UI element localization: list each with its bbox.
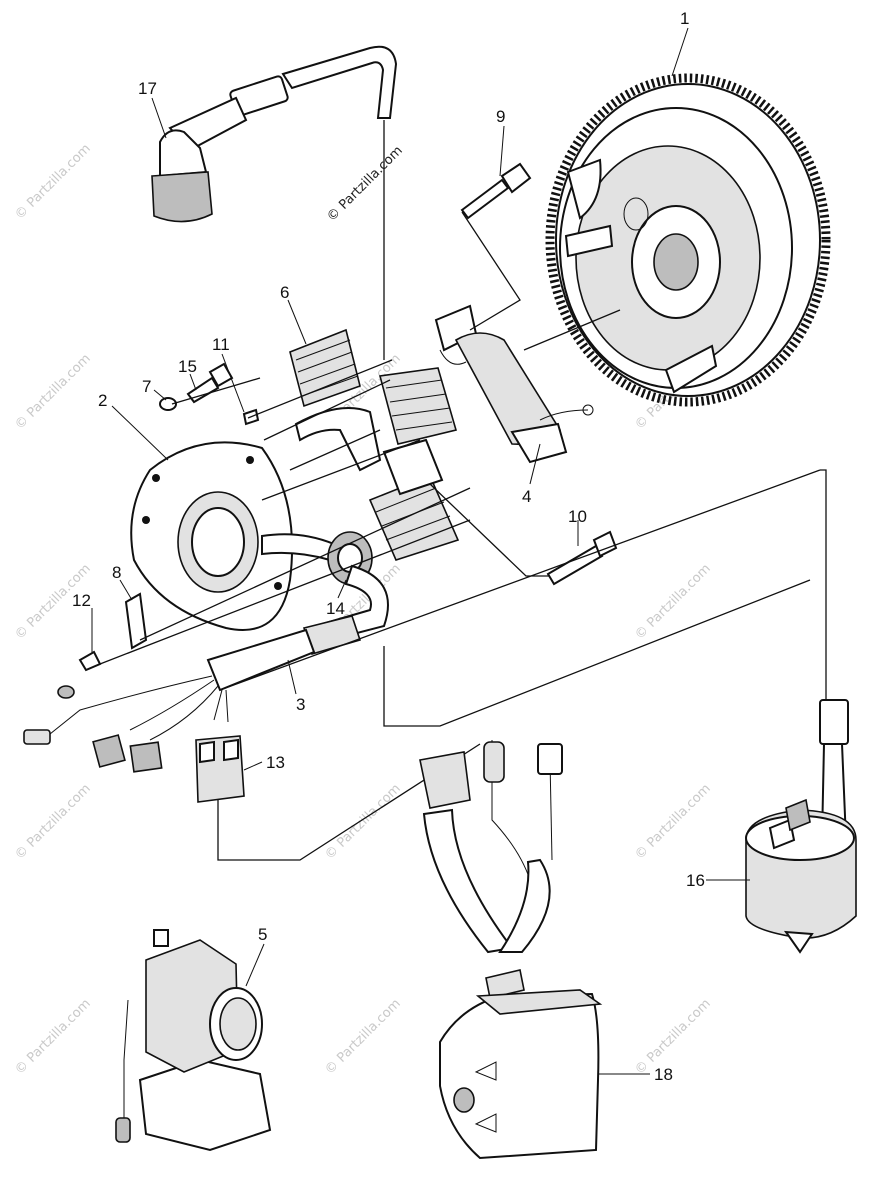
callout-leaders: [91, 27, 750, 1075]
watermark-tile: © Partzilla.com: [632, 561, 714, 643]
part-1-flywheel[interactable]: [545, 73, 831, 407]
callout-15: 15: [178, 357, 197, 376]
part-15-bolt[interactable]: [186, 362, 234, 404]
callout-4: 4: [522, 487, 531, 506]
callout-17: 17: [138, 79, 157, 98]
callout-1: 1: [680, 9, 689, 28]
watermark-tile: © Partzilla.com: [322, 781, 404, 863]
callout-10: 10: [568, 507, 587, 526]
callout-18: 18: [654, 1065, 673, 1084]
callout-13: 13: [266, 753, 285, 772]
part-10-bolt[interactable]: [546, 530, 618, 586]
part-9-bolt[interactable]: [460, 162, 532, 220]
assembly-leader-lines: [99, 120, 827, 861]
callout-3: 3: [296, 695, 305, 714]
watermark-tile: © Partzilla.com: [12, 351, 94, 433]
watermark-tile: © Partzilla.com: [12, 996, 94, 1078]
watermark-tile: © Partzilla.com: [632, 781, 714, 863]
part-17-spark-plug-cap[interactable]: [151, 45, 398, 223]
callout-labels: 1 2 3 4 5 6 7 8 9 10 11 12 13 14 15 16 1…: [72, 9, 705, 1084]
part-8-bracket[interactable]: [124, 592, 148, 650]
callout-16: 16: [686, 871, 705, 890]
part-13-connector[interactable]: [195, 735, 245, 803]
callout-6: 6: [280, 283, 289, 302]
callout-8: 8: [112, 563, 121, 582]
part-4-pulser-coil[interactable]: [434, 304, 594, 464]
part-12-screw[interactable]: [78, 650, 102, 672]
watermark-tile: © Partzilla.com: [12, 141, 94, 223]
part-3-wiring-harness[interactable]: [23, 564, 389, 773]
part-2-stator-plate[interactable]: [130, 441, 293, 631]
watermark-tile: © Partzilla.com: [632, 996, 714, 1078]
part-6-stator-coils[interactable]: [261, 328, 460, 562]
callout-2: 2: [98, 391, 107, 410]
callout-5: 5: [258, 925, 267, 944]
part-5-starter-solenoid[interactable]: [115, 929, 272, 1152]
watermark-tile: © Partzilla.com: [12, 781, 94, 863]
callout-9: 9: [496, 107, 505, 126]
part-18-cdi-box[interactable]: [419, 740, 603, 1160]
callout-11: 11: [212, 335, 230, 354]
watermark-tile: © Partzilla.com: [322, 996, 404, 1078]
part-7-washer[interactable]: [159, 397, 177, 411]
callout-12: 12: [72, 591, 91, 610]
callout-7: 7: [142, 377, 151, 396]
part-16-ignition-coil[interactable]: [745, 699, 857, 954]
watermark-main: © Partzilla.com: [324, 143, 406, 225]
callout-14: 14: [326, 599, 345, 618]
